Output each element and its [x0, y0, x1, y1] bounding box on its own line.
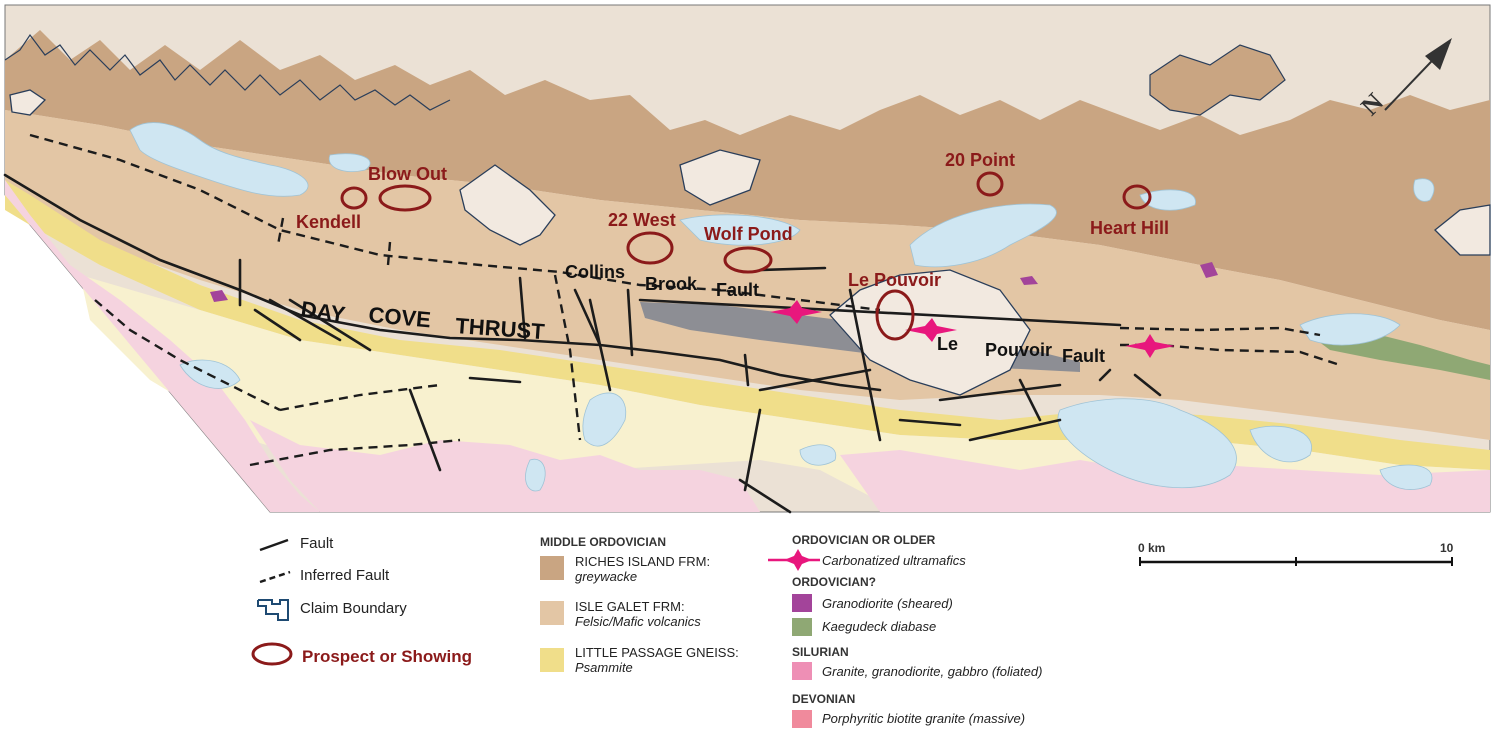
legend-isle-galet-desc: Felsic/Mafic volcanics — [575, 614, 701, 629]
legend-devonian-heading: DEVONIAN — [792, 692, 855, 706]
day-cove-thrust-label-2: COVE — [368, 302, 432, 332]
faults — [3, 173, 1162, 514]
scale-bar: 0 km 10 — [1138, 541, 1454, 566]
legend-ordovician-older-heading: ORDOVICIAN OR OLDER — [792, 533, 936, 547]
day-cove-thrust-label-3: THRUST — [455, 313, 546, 344]
scale-start-label: 0 km — [1138, 541, 1165, 555]
le-pouvoir-fault-label-2: Pouvoir — [985, 340, 1052, 360]
prospect-label-blowout: Blow Out — [368, 164, 447, 184]
legend-little-passage-desc: Psammite — [575, 660, 633, 675]
le-pouvoir-fault-label-3: Fault — [1062, 346, 1105, 366]
map-body: Kendell Blow Out 22 West Wolf Pond 20 Po… — [3, 4, 1491, 514]
isle-galet-swatch — [540, 601, 564, 625]
devonian-swatch — [792, 710, 812, 728]
prospect-lepouvoir-marker — [875, 289, 915, 341]
legend-ordovician-q-heading: ORDOVICIAN? — [792, 575, 876, 589]
fault-legend-icon — [259, 538, 289, 552]
inferred-fault-legend-icon — [259, 570, 291, 584]
collins-brook-label-2: Brook — [645, 274, 698, 294]
legend: Fault Inferred Fault Claim Boundary Pros… — [251, 533, 1454, 728]
legend-kaegudeck: Kaegudeck diabase — [822, 619, 936, 634]
legend-middle-ordovician-heading: MIDDLE ORDOVICIAN — [540, 535, 666, 549]
legend-isle-galet-name: ISLE GALET FRM: — [575, 599, 685, 614]
legend-fault: Fault — [300, 535, 334, 552]
riches-island-outlier — [1149, 44, 1286, 116]
day-cove-thrust-label-1: DAY — [299, 296, 347, 327]
prospect-label-wolfpond: Wolf Pond — [704, 224, 793, 244]
prospect-20point-marker — [976, 171, 1004, 197]
legend-granodiorite: Granodiorite (sheared) — [822, 596, 953, 611]
legend-riches-island-name: RICHES ISLAND FRM: — [575, 554, 710, 569]
legend-prospect: Prospect or Showing — [302, 647, 472, 666]
le-pouvoir-fault-label-1: Le — [937, 334, 958, 354]
little-passage-swatch — [540, 648, 564, 672]
prospect-wolfpond-marker — [723, 246, 773, 274]
prospect-label-22west: 22 West — [608, 210, 676, 230]
claim-boundary-legend-icon — [257, 599, 289, 621]
little-passage-unit — [5, 180, 1490, 470]
inferred-faults — [29, 133, 1341, 467]
legend-riches-island-desc: greywacke — [575, 569, 637, 584]
legend-claim-boundary: Claim Boundary — [300, 600, 407, 617]
prospect-markers — [340, 171, 1152, 341]
silurian-swatch — [792, 662, 812, 680]
legend-devonian-desc: Porphyritic biotite granite (massive) — [822, 711, 1025, 726]
silurian-granite — [5, 180, 320, 512]
legend-silurian-desc: Granite, granodiorite, gabbro (foliated) — [822, 664, 1042, 679]
collins-brook-label-3: Fault — [716, 280, 759, 300]
legend-silurian-heading: SILURIAN — [792, 645, 849, 659]
prospect-label-20point: 20 Point — [945, 150, 1015, 170]
prospect-label-kendell: Kendell — [296, 212, 361, 232]
prospect-blowout-marker — [378, 184, 432, 212]
legend-ultramafics: Carbonatized ultramafics — [822, 553, 966, 568]
riches-island-swatch — [540, 556, 564, 580]
legend-inferred-fault: Inferred Fault — [300, 567, 390, 584]
granodiorite-sheared — [1200, 262, 1218, 278]
prospect-kendell-marker — [340, 186, 368, 210]
carbonatized-ultramafics — [770, 300, 1175, 358]
granodiorite-swatch — [792, 594, 812, 612]
kaegudeck-swatch — [792, 618, 812, 636]
legend-little-passage-name: LITTLE PASSAGE GNEISS: — [575, 645, 739, 660]
scale-end-label: 10 — [1440, 541, 1454, 555]
collins-brook-label-1: Collins — [565, 262, 625, 282]
isle-galet-unit — [5, 110, 1490, 440]
ultramafic-legend-icon — [768, 549, 820, 571]
prospect-hearthill-marker — [1122, 184, 1152, 210]
prospect-label-lepouvoir: Le Pouvoir — [848, 270, 941, 290]
prospect-label-hearthill: Heart Hill — [1090, 218, 1169, 238]
prospect-22west-marker — [626, 231, 674, 265]
prospect-legend-icon — [251, 642, 293, 666]
